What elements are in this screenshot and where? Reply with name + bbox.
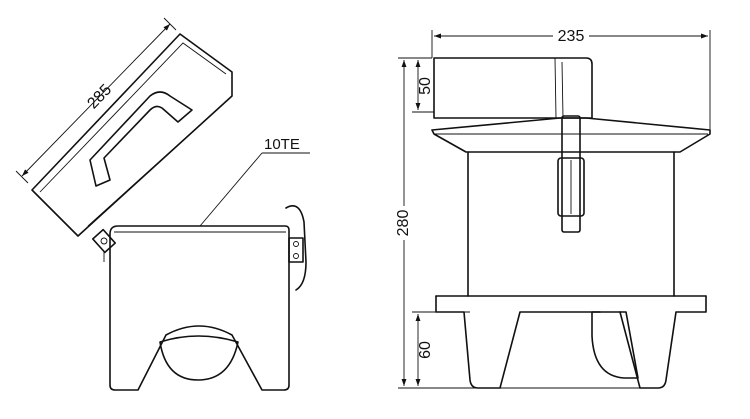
lid-front bbox=[433, 57, 593, 119]
latch-front bbox=[557, 115, 585, 233]
side-view: 285 10TE bbox=[15, 17, 310, 391]
front-view: 235 280 50 60 bbox=[393, 26, 711, 389]
lid-handle bbox=[89, 91, 193, 187]
foot-roller-front bbox=[591, 311, 639, 379]
hinge bbox=[91, 228, 117, 262]
foot-roller bbox=[159, 335, 239, 381]
body-front bbox=[435, 151, 707, 389]
height-label: 280 bbox=[395, 210, 412, 237]
foot-height-dimension: 60 bbox=[412, 311, 470, 386]
width-label: 235 bbox=[558, 28, 585, 45]
model-callout: 10TE bbox=[199, 136, 310, 227]
latch bbox=[285, 205, 307, 291]
lid-length-dimension: 285 bbox=[15, 17, 177, 184]
rim-flange bbox=[431, 117, 711, 153]
foot-height-label: 60 bbox=[417, 341, 434, 359]
height-dimension: 280 bbox=[393, 57, 640, 389]
body-side bbox=[109, 225, 290, 391]
width-dimension: 235 bbox=[431, 26, 711, 130]
lid-height-dimension: 50 bbox=[412, 60, 434, 113]
lid-height-label: 50 bbox=[417, 77, 434, 95]
model-label: 10TE bbox=[264, 136, 300, 153]
